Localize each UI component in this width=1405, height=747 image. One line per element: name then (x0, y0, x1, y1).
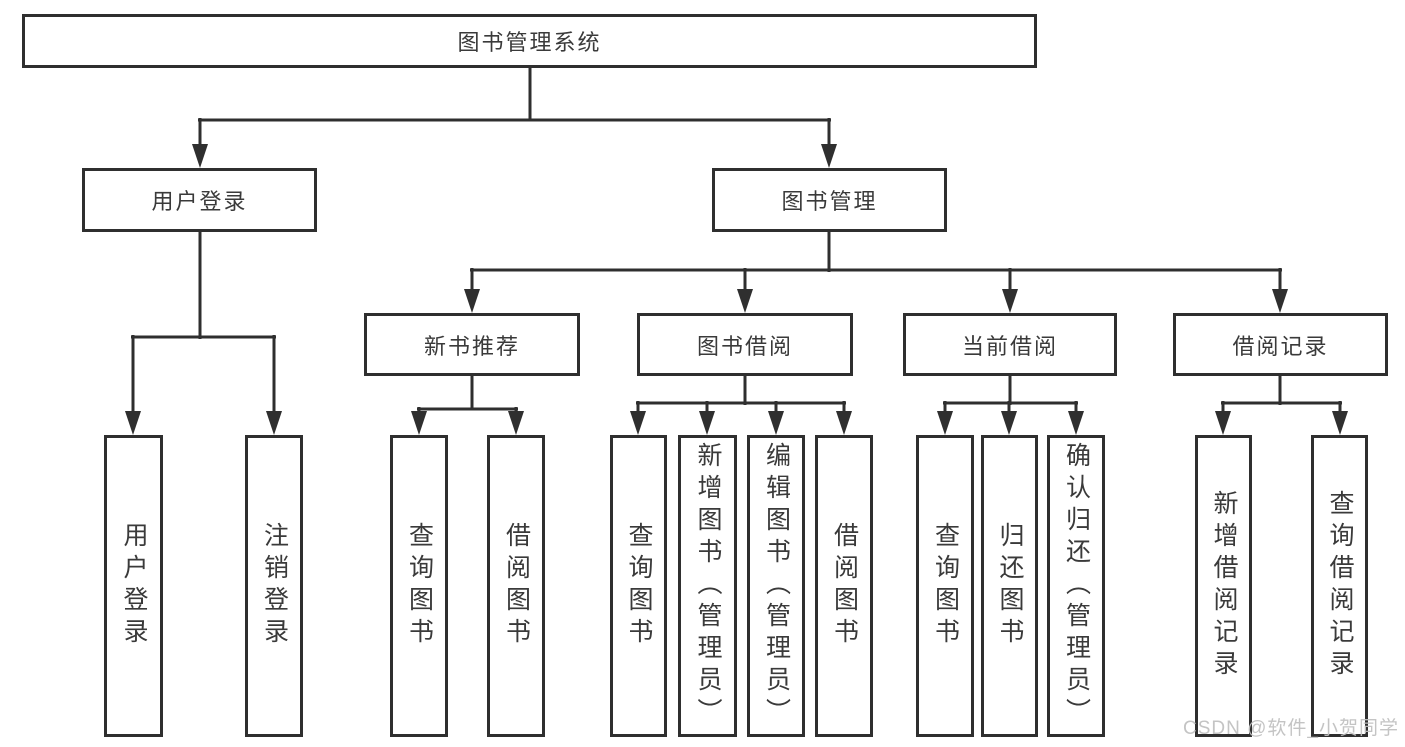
leaf-borrow-add: 新增图书（管理员） (678, 435, 737, 737)
node-root-label: 图书管理系统 (457, 30, 602, 55)
leaf-borrow-edit: 编辑图书（管理员） (747, 435, 805, 737)
leaf-borrow-query-label: 查询图书 (625, 522, 653, 650)
node-book-borrow-label: 图书借阅 (696, 333, 793, 359)
leaf-records-query: 查询借阅记录 (1311, 435, 1368, 737)
leaf-records-add: 新增借阅记录 (1195, 435, 1252, 737)
leaf-borrow-add-label: 新增图书（管理员） (694, 442, 722, 730)
node-user-login-branch-label: 用户登录 (151, 189, 248, 214)
leaf-records-query-label: 查询借阅记录 (1326, 490, 1354, 682)
leaf-current-query-label: 查询图书 (931, 522, 960, 650)
node-borrow-records-label: 借阅记录 (1232, 333, 1329, 359)
leaf-newbooks-query-label: 查询图书 (405, 522, 434, 650)
leaf-current-return: 归还图书 (981, 435, 1038, 737)
leaf-logout-label: 注销登录 (260, 522, 289, 650)
node-book-borrow: 图书借阅 (637, 313, 853, 376)
leaf-user-login-label: 用户登录 (120, 522, 148, 650)
leaf-current-query: 查询图书 (916, 435, 974, 737)
node-borrow-records: 借阅记录 (1173, 313, 1388, 376)
leaf-logout: 注销登录 (245, 435, 303, 737)
node-book-mgmt-branch-label: 图书管理 (781, 189, 878, 214)
node-user-login-branch: 用户登录 (82, 168, 317, 232)
leaf-current-confirm-label: 确认归还（管理员） (1062, 442, 1091, 730)
leaf-current-confirm: 确认归还（管理员） (1047, 435, 1105, 737)
node-new-books: 新书推荐 (364, 313, 580, 376)
leaf-borrow-query: 查询图书 (610, 435, 667, 737)
leaf-borrow-edit-label: 编辑图书（管理员） (762, 442, 791, 730)
leaf-current-return-label: 归还图书 (996, 522, 1024, 650)
node-current-borrow: 当前借阅 (903, 313, 1117, 376)
node-current-borrow-label: 当前借阅 (961, 333, 1058, 359)
leaf-records-add-label: 新增借阅记录 (1210, 490, 1238, 682)
leaf-user-login: 用户登录 (104, 435, 163, 737)
node-root: 图书管理系统 (22, 14, 1037, 68)
leaf-borrow-book: 借阅图书 (815, 435, 873, 737)
leaf-newbooks-borrow: 借阅图书 (487, 435, 545, 737)
leaf-newbooks-query: 查询图书 (390, 435, 448, 737)
leaf-newbooks-borrow-label: 借阅图书 (502, 522, 531, 650)
node-book-mgmt-branch: 图书管理 (712, 168, 947, 232)
node-new-books-label: 新书推荐 (423, 333, 520, 359)
leaf-borrow-book-label: 借阅图书 (830, 522, 859, 650)
csdn-watermark: CSDN @软件_小贺同学 (1183, 718, 1399, 739)
